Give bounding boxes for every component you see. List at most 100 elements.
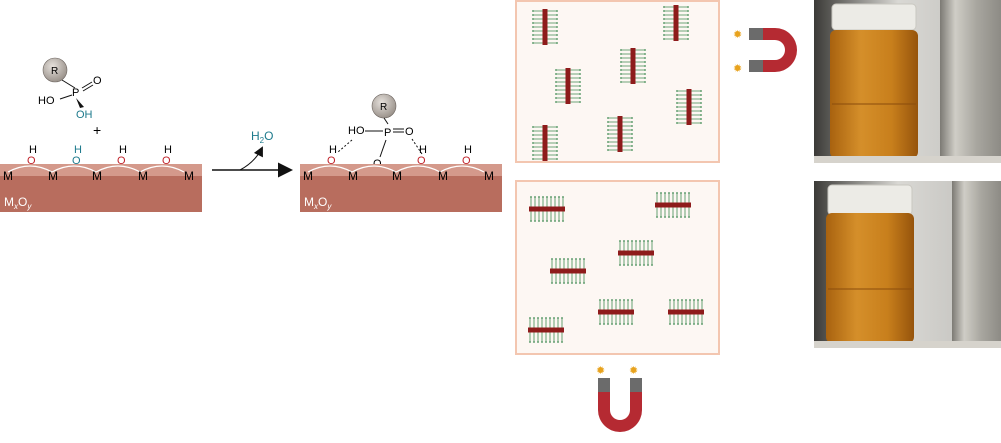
- ligand-head: [700, 106, 702, 108]
- ligand-head: [607, 117, 609, 119]
- ligand-head: [579, 85, 581, 87]
- ligand-head: [607, 125, 609, 127]
- ligand-head: [533, 317, 535, 319]
- substrate-formula: MxOy: [304, 195, 332, 211]
- metal-atom: M: [303, 169, 313, 183]
- ligand-head: [700, 102, 702, 104]
- ligand-head: [556, 134, 558, 136]
- ligand-head: [541, 341, 543, 343]
- horseshoe-magnet-side: ✹ ✹: [733, 28, 797, 75]
- metal-atom: M: [3, 169, 13, 183]
- ligand-head: [554, 196, 556, 198]
- ligand-head: [663, 14, 665, 16]
- ligand-head: [688, 192, 690, 194]
- ligand-head: [643, 264, 645, 266]
- ligand-head: [631, 129, 633, 131]
- ligand-head: [669, 299, 671, 301]
- substrate-slab: [300, 172, 502, 212]
- nanorod-core: [528, 327, 564, 333]
- nanorod-core: [617, 116, 623, 152]
- metal-atom: M: [184, 169, 194, 183]
- substrate-slab: [0, 172, 202, 212]
- bound-phosphonate: R P HO O O: [337, 93, 423, 170]
- ligand-head: [631, 121, 633, 123]
- ligand-head: [627, 264, 629, 266]
- ligand-head: [619, 323, 621, 325]
- nanorod: [550, 258, 586, 284]
- ligand-head: [651, 264, 653, 266]
- hydroxyl-o: O: [462, 155, 471, 167]
- ligand-head: [684, 192, 686, 194]
- spark-icon: ✹: [733, 63, 742, 75]
- ligand-head: [556, 158, 558, 160]
- substrate-formula: MxOy: [4, 195, 32, 211]
- ligand-head: [676, 192, 678, 194]
- surface-bumps: [7, 165, 185, 173]
- ligand-head: [619, 240, 621, 242]
- ligand-head: [556, 138, 558, 140]
- p-o-double-bond-a: [81, 81, 93, 89]
- hydroxyl-o: O: [417, 155, 426, 167]
- horizontal-nanorods: [528, 192, 704, 343]
- ligand-head: [579, 69, 581, 71]
- ligand-head: [579, 97, 581, 99]
- ligand-head: [563, 258, 565, 260]
- r-group-label: R: [51, 66, 58, 77]
- ligand-head: [676, 102, 678, 104]
- ligand-head: [668, 216, 670, 218]
- ligand-head: [620, 81, 622, 83]
- ligand-head: [677, 323, 679, 325]
- ligand-head: [607, 299, 609, 301]
- ligand-head: [556, 18, 558, 20]
- ligand-head: [684, 216, 686, 218]
- ligand-head: [532, 158, 534, 160]
- ligand-head: [619, 299, 621, 301]
- magnet-pole-right: [630, 378, 642, 392]
- ligand-head: [676, 114, 678, 116]
- nanorod-core: [598, 309, 634, 315]
- ligand-head: [599, 323, 601, 325]
- ligand-head: [579, 93, 581, 95]
- ligand-head: [689, 323, 691, 325]
- ligand-head: [631, 117, 633, 119]
- ligand-head: [656, 192, 658, 194]
- ligand-head: [556, 22, 558, 24]
- p-o-double-bond-b: [82, 84, 94, 92]
- nanorod-core: [686, 89, 692, 125]
- ligand-head: [639, 240, 641, 242]
- ligand-head: [553, 341, 555, 343]
- ligand-head: [555, 77, 557, 79]
- ligand-head: [611, 299, 613, 301]
- ligand-head: [644, 69, 646, 71]
- nanorod-core: [542, 125, 548, 161]
- oxo-label: O: [93, 75, 102, 87]
- ligand-head: [620, 53, 622, 55]
- ligand-head: [697, 299, 699, 301]
- ligand-head: [555, 73, 557, 75]
- ligand-head: [607, 149, 609, 151]
- vial-cap: [831, 3, 917, 31]
- ligand-head: [700, 118, 702, 120]
- metal-atom: M: [438, 169, 448, 183]
- ligand-head: [603, 299, 605, 301]
- vial-liquid: [826, 213, 914, 343]
- ligand-head: [583, 258, 585, 260]
- ligand-head: [530, 196, 532, 198]
- ligand-head: [532, 26, 534, 28]
- ligand-head: [660, 216, 662, 218]
- hydroxyl-h-teal: H: [74, 144, 82, 156]
- ligand-head: [623, 299, 625, 301]
- ligand-head: [556, 30, 558, 32]
- ligand-head: [555, 89, 557, 91]
- hydroxyl-h: H: [464, 144, 472, 156]
- nanorod: [532, 125, 558, 161]
- ligand-head: [693, 299, 695, 301]
- nanorod-core: [668, 309, 704, 315]
- ligand-head: [551, 282, 553, 284]
- ligand-head: [532, 18, 534, 20]
- p-ho-bond: [59, 94, 73, 100]
- ligand-head: [532, 38, 534, 40]
- ligand-head: [556, 34, 558, 36]
- reaction-arrow: H2O: [212, 129, 293, 178]
